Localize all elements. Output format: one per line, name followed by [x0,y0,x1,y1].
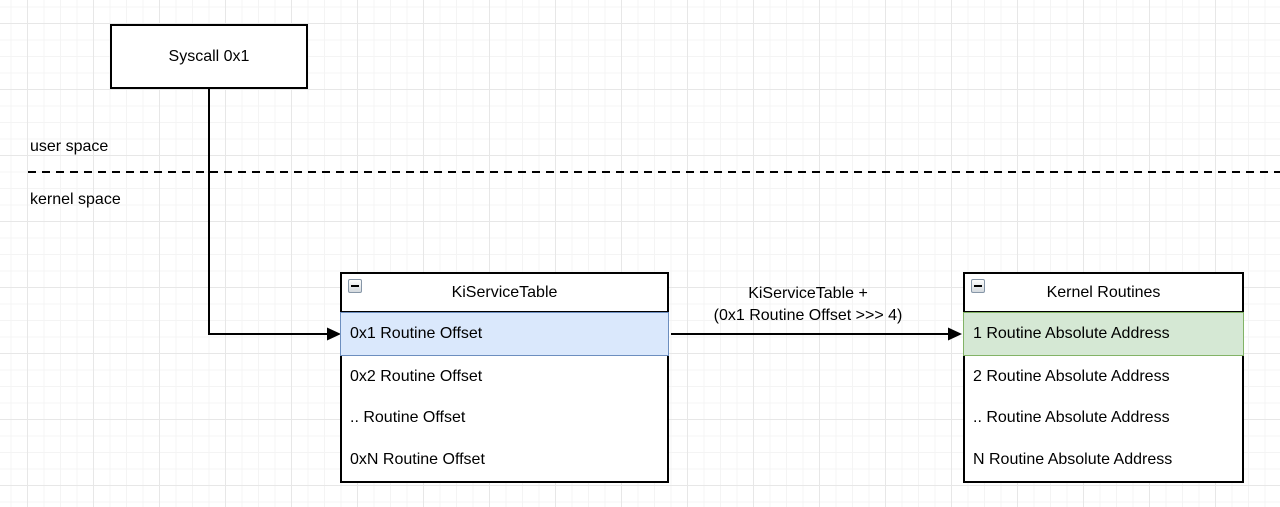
arrowhead-icon [327,327,341,341]
table-row-1-routine-absolute-address[interactable]: 1 Routine Absolute Address [963,312,1244,356]
collapse-icon[interactable] [971,279,985,293]
ki-service-table[interactable]: KiServiceTable 0x1 Routine Offset 0x2 Ro… [340,272,669,483]
kernel-routines-table-title: Kernel Routines [1046,283,1161,301]
syscall-box-label: Syscall 0x1 [168,47,250,65]
table-row-dots-routine-offset[interactable]: .. Routine Offset [350,409,466,427]
kernel-routines-table[interactable]: Kernel Routines 1 Routine Absolute Addre… [963,272,1244,483]
minus-glyph [974,285,982,287]
table-row-0xn-routine-offset[interactable]: 0xN Routine Offset [350,451,485,469]
collapse-icon[interactable] [348,279,362,293]
kernel-routines-table-header[interactable]: Kernel Routines [965,274,1242,312]
table-row-0x1-routine-offset[interactable]: 0x1 Routine Offset [340,312,669,356]
syscall-to-kiservicetable-connector[interactable] [208,89,327,335]
table-row-dots-routine-absolute-address[interactable]: .. Routine Absolute Address [973,409,1170,427]
minus-glyph [351,285,359,287]
table-row-2-routine-absolute-address[interactable]: 2 Routine Absolute Address [973,367,1170,385]
edge-label-line1: KiServiceTable + [748,285,868,302]
table-row-n-routine-absolute-address[interactable]: N Routine Absolute Address [973,451,1173,469]
table-row-0x2-routine-offset[interactable]: 0x2 Routine Offset [350,367,483,385]
connector-edge-label: KiServiceTable + (0x1 Routine Offset >>>… [650,283,966,327]
edge-label-line2: (0x1 Routine Offset >>> 4) [713,307,903,324]
ki-service-table-header[interactable]: KiServiceTable [342,274,667,312]
arrowhead-icon [948,327,962,341]
ki-service-table-title: KiServiceTable [451,283,558,301]
kernel-space-label: kernel space [30,191,121,208]
user-space-label: user space [30,138,109,155]
syscall-box[interactable]: Syscall 0x1 [110,24,308,89]
